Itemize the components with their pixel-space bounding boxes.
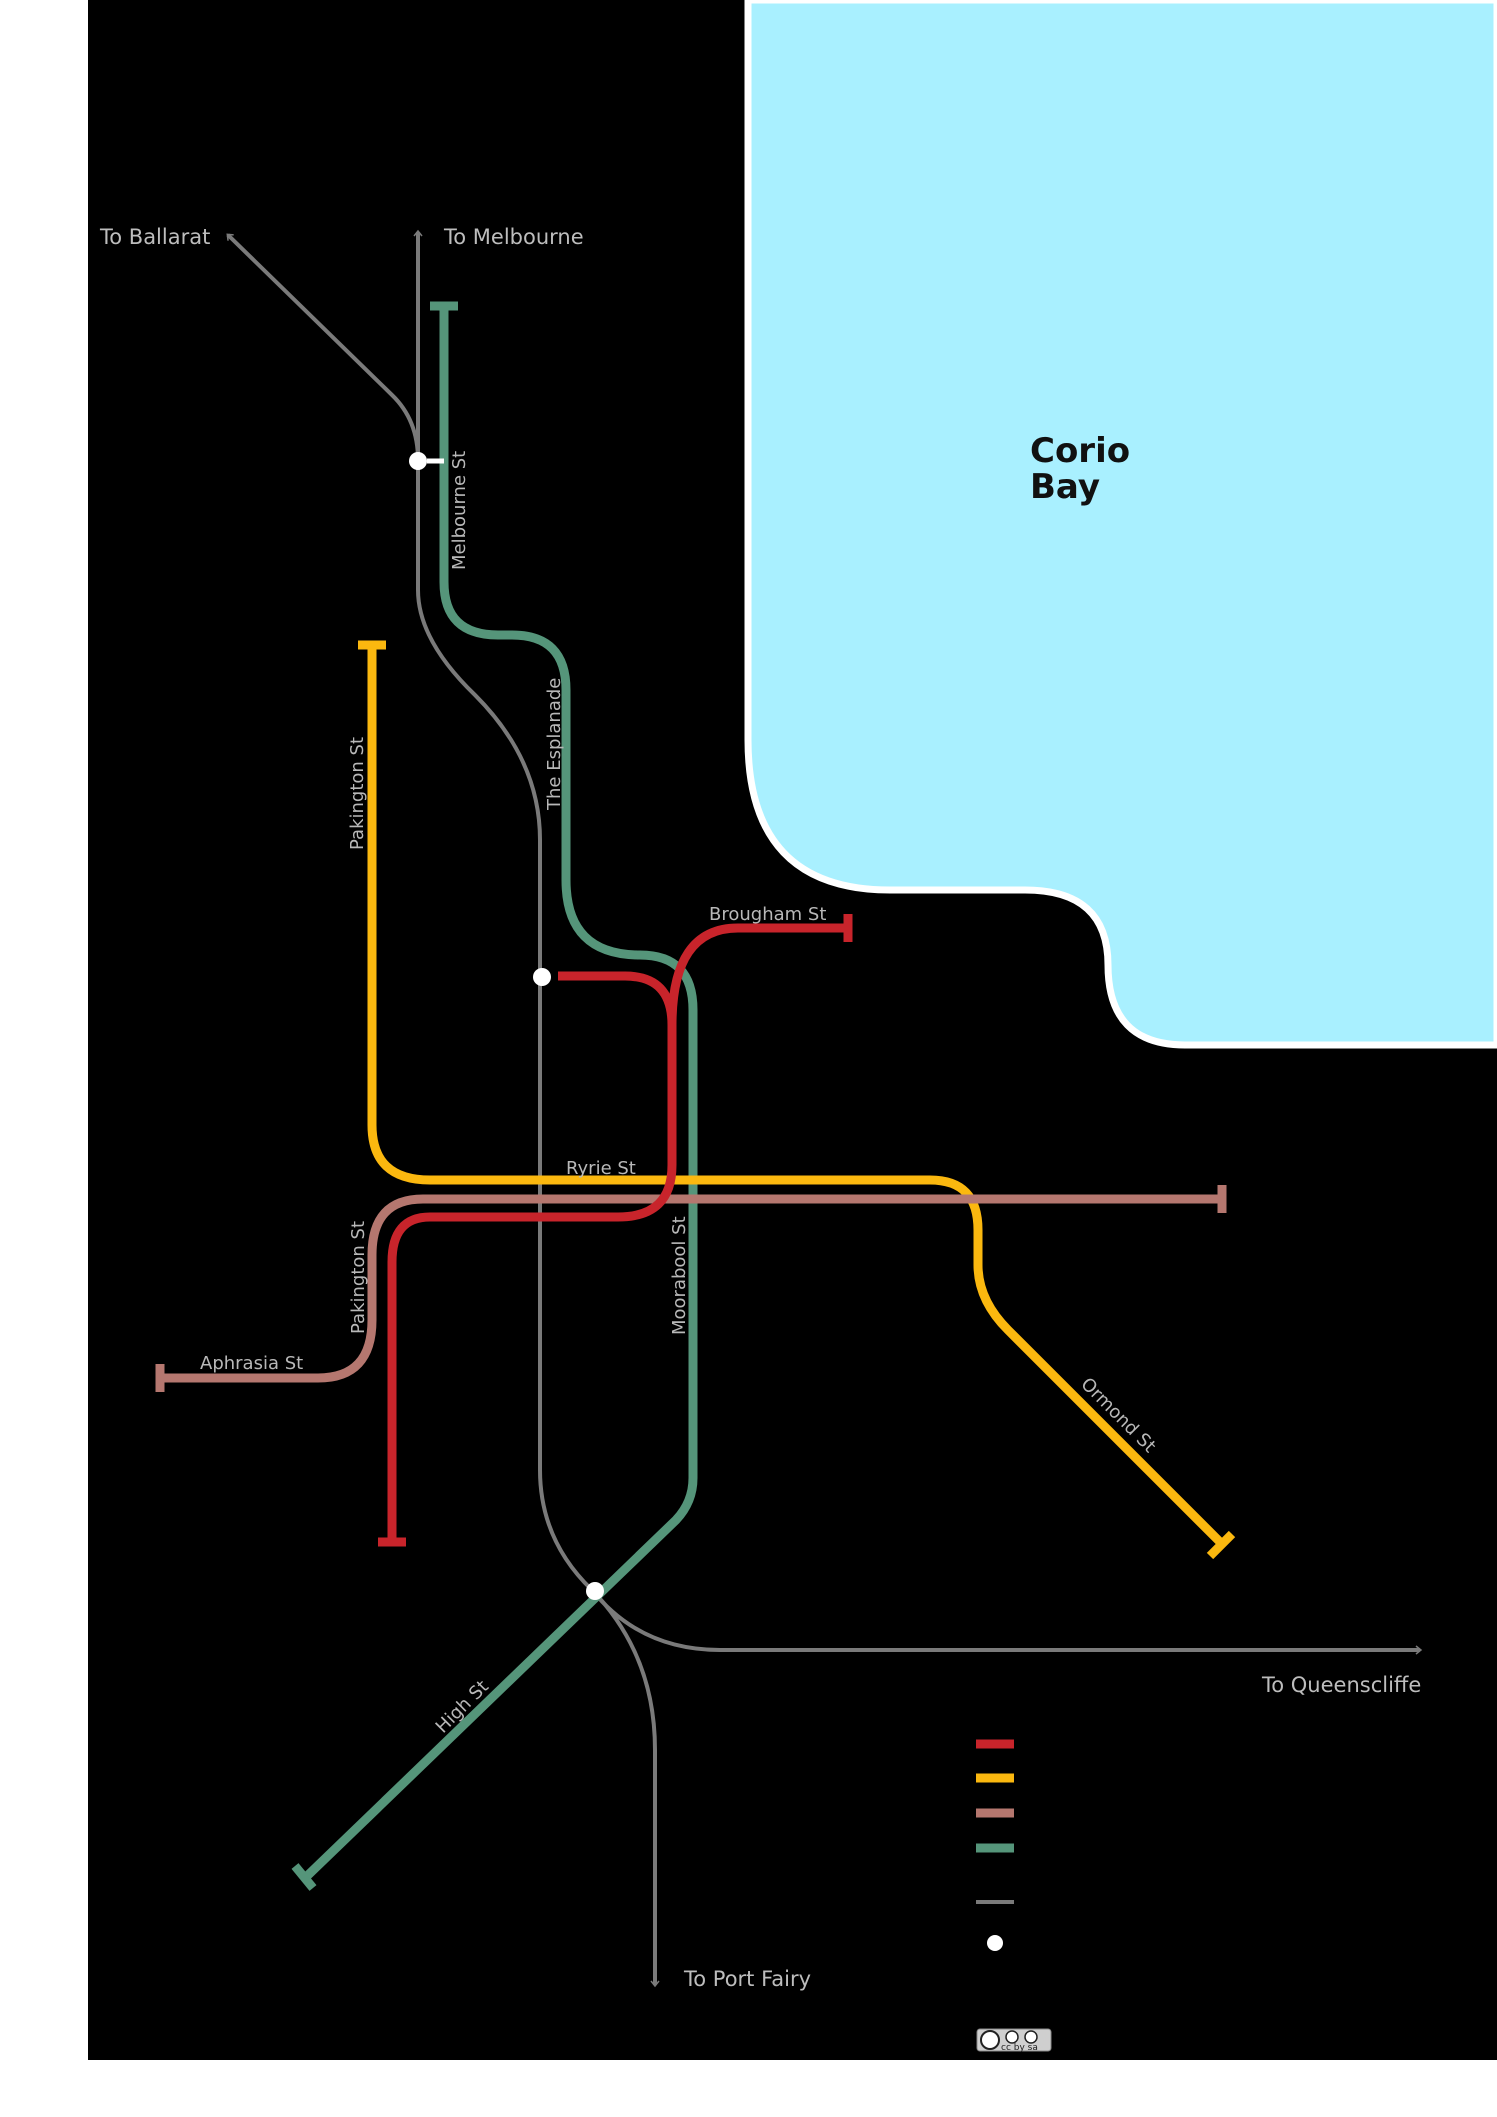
rail-trunk [416, 460, 594, 1592]
rail-lines [226, 229, 1423, 1988]
bay-name-line-2: Bay [1030, 467, 1100, 507]
street-the-esplanade: The Esplanade [544, 678, 565, 811]
license-text: cc by sa [1001, 2043, 1038, 2053]
station-geelong [533, 968, 551, 986]
license-badge: cc by sa [976, 2028, 1052, 2053]
destination-queenscliffe: To Queenscliffe [1261, 1673, 1421, 1697]
brown-line [155, 1185, 1227, 1392]
street-pakington-st-north: Pakington St [347, 737, 368, 850]
station-dot-icon [987, 1935, 1003, 1951]
street-moorabool-st: Moorabool St [669, 1216, 690, 1335]
street-aphrasia-st: Aphrasia St [200, 1353, 303, 1374]
station-north-geelong [409, 452, 427, 470]
rail-to-port-fairy [590, 1588, 660, 1988]
corio-bay-water [744, 0, 1497, 1049]
station-south-geelong [586, 1582, 604, 1600]
street-brougham-st: Brougham St [709, 904, 826, 925]
green-line [291, 301, 698, 1891]
red-line [378, 914, 853, 1547]
stations [409, 452, 604, 1600]
destination-ballarat: To Ballarat [99, 225, 210, 249]
destination-port-fairy: To Port Fairy [683, 1967, 811, 1991]
rail-to-ballarat [226, 233, 420, 461]
bay-name-line-1: Corio [1030, 431, 1130, 471]
street-pakington-st-south: Pakington St [348, 1221, 369, 1334]
street-melbourne-st: Melbourne St [449, 451, 470, 570]
yellow-line [358, 640, 1236, 1560]
destination-melbourne: To Melbourne [443, 225, 584, 249]
street-ryrie-st: Ryrie St [566, 1158, 636, 1179]
legend [976, 1739, 1014, 1951]
